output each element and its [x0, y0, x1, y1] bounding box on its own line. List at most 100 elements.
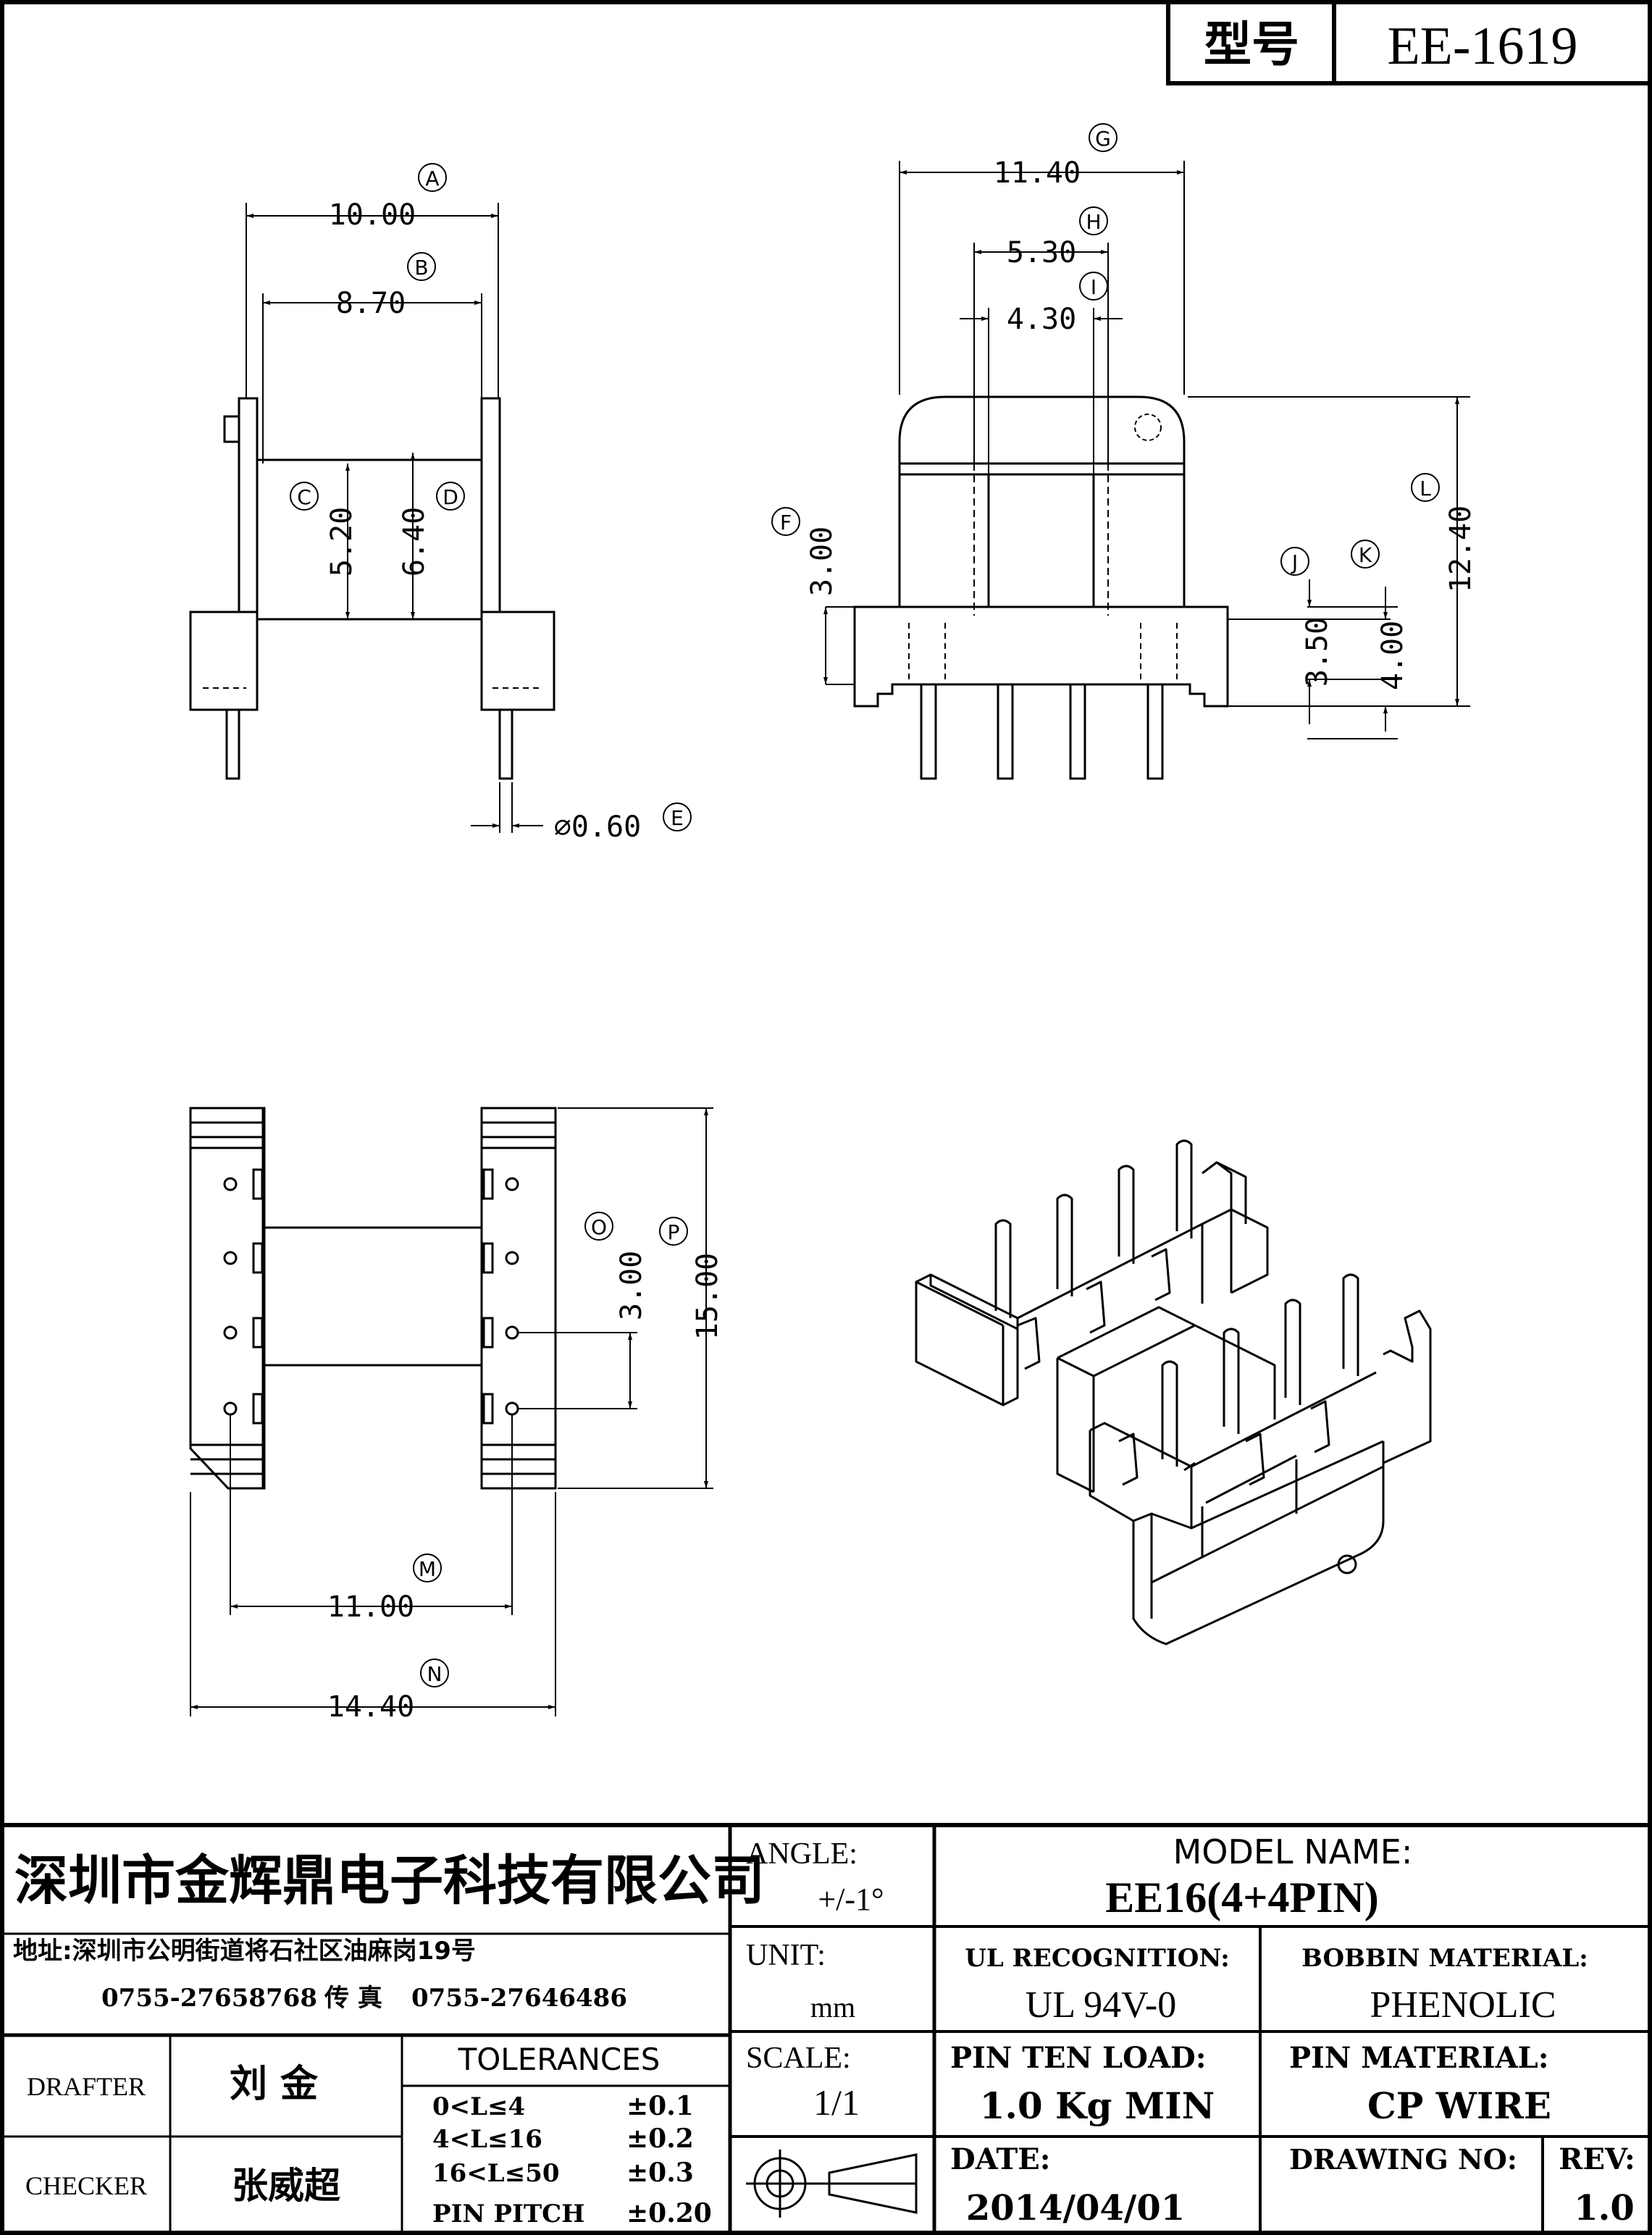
company-name: 深圳市金辉鼎电子科技有限公司 — [14, 1850, 765, 1912]
dim-n-value: 14.40 — [327, 1690, 414, 1724]
balloon-letter-b: B — [414, 256, 428, 280]
pin-ten-load-value: 1.0 Kg MIN — [980, 2084, 1215, 2127]
balloon-j — [1280, 547, 1309, 576]
dim-f-value: 3.00 — [805, 527, 839, 596]
balloon-n — [420, 1659, 449, 1687]
balloon-letter-o: O — [591, 1215, 607, 1239]
dim-a-value: 10.00 — [329, 198, 416, 232]
unit-value: mm — [810, 1991, 855, 2024]
date-label: DATE: — [950, 2142, 1051, 2176]
balloon-h — [1079, 206, 1108, 235]
checker-label: CHECKER — [25, 2171, 147, 2200]
ul-value: UL 94V-0 — [1026, 1984, 1176, 2026]
company-fax: 0755-27646486 — [411, 1984, 627, 2013]
balloon-letter-l: L — [1420, 477, 1431, 500]
front-view — [189, 397, 555, 780]
tol-value-1: ±0.1 — [626, 2091, 694, 2121]
rev-label: REV: — [1559, 2142, 1635, 2176]
dim-o-value: 3.00 — [615, 1251, 648, 1320]
dim-c-value: 5.20 — [325, 507, 359, 576]
balloon-g — [1089, 123, 1118, 152]
drafter-label: DRAFTER — [27, 2072, 146, 2101]
dim-i-value: 4.30 — [1007, 303, 1076, 336]
company-phone: 0755-27658768 — [101, 1984, 317, 2013]
dim-h-value: 5.30 — [1007, 236, 1076, 269]
scale-label: SCALE: — [746, 2042, 851, 2075]
company-address: 地址:深圳市公明街道将石社区油麻岗19号 — [13, 1937, 476, 1966]
type-label: 型号 — [1204, 17, 1299, 72]
unit-label: UNIT: — [746, 1939, 826, 1972]
dim-p-value: 15.00 — [691, 1253, 724, 1340]
balloon-k — [1351, 540, 1380, 569]
balloon-letter-f: F — [780, 511, 792, 534]
pin-material-label: PIN MATERIAL: — [1289, 2041, 1549, 2075]
bobbin-material-label: BOBBIN MATERIAL: — [1301, 1944, 1588, 1973]
tolerances-title: TOLERANCES — [458, 2042, 661, 2077]
ul-label: UL RECOGNITION: — [965, 1944, 1230, 1973]
pin-material-value: CP WIRE — [1367, 2084, 1551, 2127]
tol-value-3: ±0.3 — [626, 2158, 694, 2188]
balloon-a — [418, 163, 447, 192]
scale-value: 1/1 — [813, 2082, 860, 2123]
angle-label: ANGLE: — [746, 1837, 858, 1871]
dim-g-value: 11.40 — [994, 156, 1081, 190]
title-block-text: 深圳市金辉鼎电子科技有限公司 地址:深圳市公明街道将石社区油麻岗19号 0755… — [13, 1832, 1635, 2228]
bottom-view — [189, 1107, 557, 1490]
fax-label: 传 真 — [324, 1984, 382, 2013]
balloon-b — [407, 252, 436, 281]
balloon-letter-a: A — [425, 167, 439, 190]
bottom-view-labels: O 3.00 P 15.00 M 11.00 N 14.40 — [327, 1212, 724, 1724]
dim-l-value: 12.40 — [1444, 506, 1477, 592]
front-view-labels: A 10.00 B 8.70 C 5.20 D 6.40 ∅0.60 E — [290, 163, 692, 844]
side-view — [853, 395, 1229, 780]
balloon-letter-c: C — [297, 485, 311, 509]
checker-name: 张威超 — [232, 2165, 341, 2207]
tol-value-4: ±0.20 — [626, 2198, 712, 2228]
rev-value: 1.0 — [1574, 2188, 1635, 2228]
balloon-letter-e: E — [671, 806, 684, 830]
model-name-value: EE16(4+4PIN) — [1105, 1874, 1379, 1921]
balloon-letter-h: H — [1086, 210, 1101, 234]
dim-e-value: ∅0.60 — [554, 810, 641, 844]
bottom-view-dimensions — [190, 1107, 713, 1716]
tol-value-2: ±0.2 — [626, 2123, 694, 2154]
balloon-c — [290, 482, 319, 511]
tol-range-3: 16<L≤50 — [432, 2159, 560, 2188]
date-value: 2014/04/01 — [966, 2188, 1185, 2228]
balloon-l — [1411, 473, 1440, 502]
balloon-letter-k: K — [1359, 543, 1372, 567]
part-number-box: 型号 EE-1619 — [1166, 0, 1652, 85]
balloon-i — [1079, 272, 1108, 301]
side-view-labels: G 11.40 H 5.30 I 4.30 F 3.00 J 3.50 K 4.… — [771, 123, 1477, 690]
dim-k-value: 4.00 — [1376, 621, 1409, 690]
front-view-dimensions — [246, 203, 543, 833]
drawing-no-label: DRAWING NO: — [1289, 2143, 1517, 2176]
balloon-d — [436, 482, 465, 511]
balloon-letter-i: I — [1091, 275, 1097, 299]
balloon-letter-j: J — [1291, 550, 1298, 574]
dim-d-value: 6.40 — [398, 507, 431, 576]
balloon-o — [584, 1212, 613, 1241]
pin-ten-load-label: PIN TEN LOAD: — [950, 2041, 1206, 2075]
dim-j-value: 3.50 — [1301, 617, 1334, 687]
side-view-dimensions — [823, 161, 1470, 739]
tol-range-2: 4<L≤16 — [432, 2125, 542, 2154]
balloon-letter-g: G — [1095, 127, 1111, 151]
model-name-label: MODEL NAME: — [1173, 1832, 1413, 1871]
bobbin-material-value: PHENOLIC — [1370, 1984, 1556, 2026]
dim-b-value: 8.70 — [336, 287, 406, 320]
balloon-p — [659, 1217, 688, 1246]
dim-m-value: 11.00 — [327, 1590, 414, 1624]
balloon-letter-d: D — [443, 485, 458, 509]
projection-symbol-icon — [746, 2150, 918, 2218]
part-number: EE-1619 — [1387, 17, 1577, 76]
balloon-e — [663, 802, 692, 831]
balloon-letter-n: N — [427, 1662, 443, 1686]
balloon-f — [771, 507, 800, 536]
balloon-m — [413, 1553, 442, 1582]
drafter-name: 刘 金 — [230, 2063, 319, 2106]
tol-range-1: 0<L≤4 — [432, 2092, 525, 2121]
